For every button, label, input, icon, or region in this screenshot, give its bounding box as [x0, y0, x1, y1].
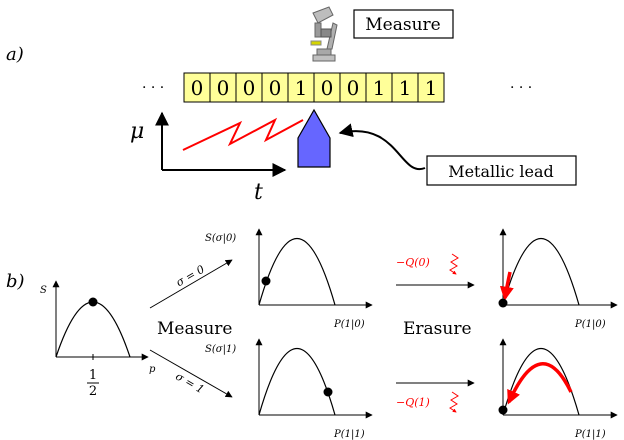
erasure-path-1	[507, 362, 573, 405]
entropy-curve	[55, 301, 131, 358]
p10-axis-label: P(1|0)	[333, 319, 365, 330]
tape-cell	[209, 72, 237, 103]
tape-cell	[313, 72, 341, 103]
erased-dot-0	[498, 298, 508, 308]
erased-entropy-plot-0	[498, 228, 618, 309]
erased-entropy-plot-1	[498, 338, 618, 419]
t-label: t	[254, 180, 263, 205]
tape-bit: 0	[269, 76, 282, 100]
heat-label-0: −Q(0)	[396, 256, 430, 269]
erasure-path-0	[499, 271, 514, 301]
metallic-lead	[297, 108, 331, 168]
entropy-axis-label: S	[40, 285, 47, 296]
sigma-zero-label: σ = 0	[174, 263, 207, 290]
p-axis-label: p	[149, 364, 156, 375]
tape-bit: 0	[191, 76, 204, 100]
erasure-text: Erasure	[403, 319, 472, 339]
state-dot-0	[261, 276, 271, 286]
measure-arrow-down	[149, 349, 233, 398]
tape-cell	[417, 72, 445, 103]
panel-b-label: b)	[6, 271, 25, 292]
mu-label: μ	[130, 119, 144, 144]
panel-a-label: a)	[6, 44, 24, 65]
entropy-plot	[52, 280, 149, 361]
tape-cell	[365, 72, 393, 103]
microscope-icon	[310, 6, 338, 62]
tape-bit: 0	[321, 76, 334, 100]
conditional-entropy-plot-0	[255, 228, 373, 309]
cond-entropy-label-1: S(σ|1)	[205, 344, 236, 355]
p11-axis-label-right: P(1|1)	[574, 429, 606, 440]
p11-axis-label: P(1|1)	[333, 429, 365, 440]
tape-bit: 0	[243, 76, 256, 100]
tape-ellipsis-left: · · ·	[142, 80, 164, 96]
heat-wiggle-icon-1	[449, 391, 459, 413]
measure-arrow-up	[149, 259, 233, 309]
measure-box	[353, 9, 454, 39]
tape-cell	[183, 72, 211, 103]
tape-bit: 1	[399, 76, 412, 100]
metallic-lead-box	[426, 155, 577, 186]
tape-cell	[339, 72, 367, 103]
measure-text: Measure	[157, 319, 232, 339]
state-dot	[88, 297, 98, 307]
tape-cell	[391, 72, 419, 103]
state-dot-1	[323, 387, 333, 397]
p10-axis-label-right: P(1|0)	[574, 319, 606, 330]
tape-ellipsis-right: · · ·	[510, 80, 532, 96]
tape-bit: 0	[347, 76, 360, 100]
heat-label-1: −Q(1)	[396, 396, 430, 409]
tape-bit: 1	[425, 76, 438, 100]
sigma-one-label: σ = 1	[173, 370, 206, 397]
tape-bit: 1	[373, 76, 386, 100]
tape-cell	[235, 72, 263, 103]
measure-label: Measure	[365, 15, 440, 35]
tape-cell	[287, 72, 315, 103]
tape-bit: 1	[295, 76, 308, 100]
heat-wiggle-icon-0	[449, 253, 459, 275]
cond-entropy-label-0: S(σ|0)	[205, 233, 236, 244]
metallic-lead-label: Metallic lead	[448, 162, 554, 181]
tick-half-denominator: 2	[89, 384, 97, 399]
lead-pointer-arrow	[338, 123, 426, 171]
tick-half-numerator: 1	[89, 368, 97, 383]
tape-bit: 0	[217, 76, 230, 100]
erased-dot-1	[498, 405, 508, 415]
conditional-entropy-plot-1	[255, 338, 373, 419]
chemical-potential-sawtooth	[182, 117, 304, 151]
